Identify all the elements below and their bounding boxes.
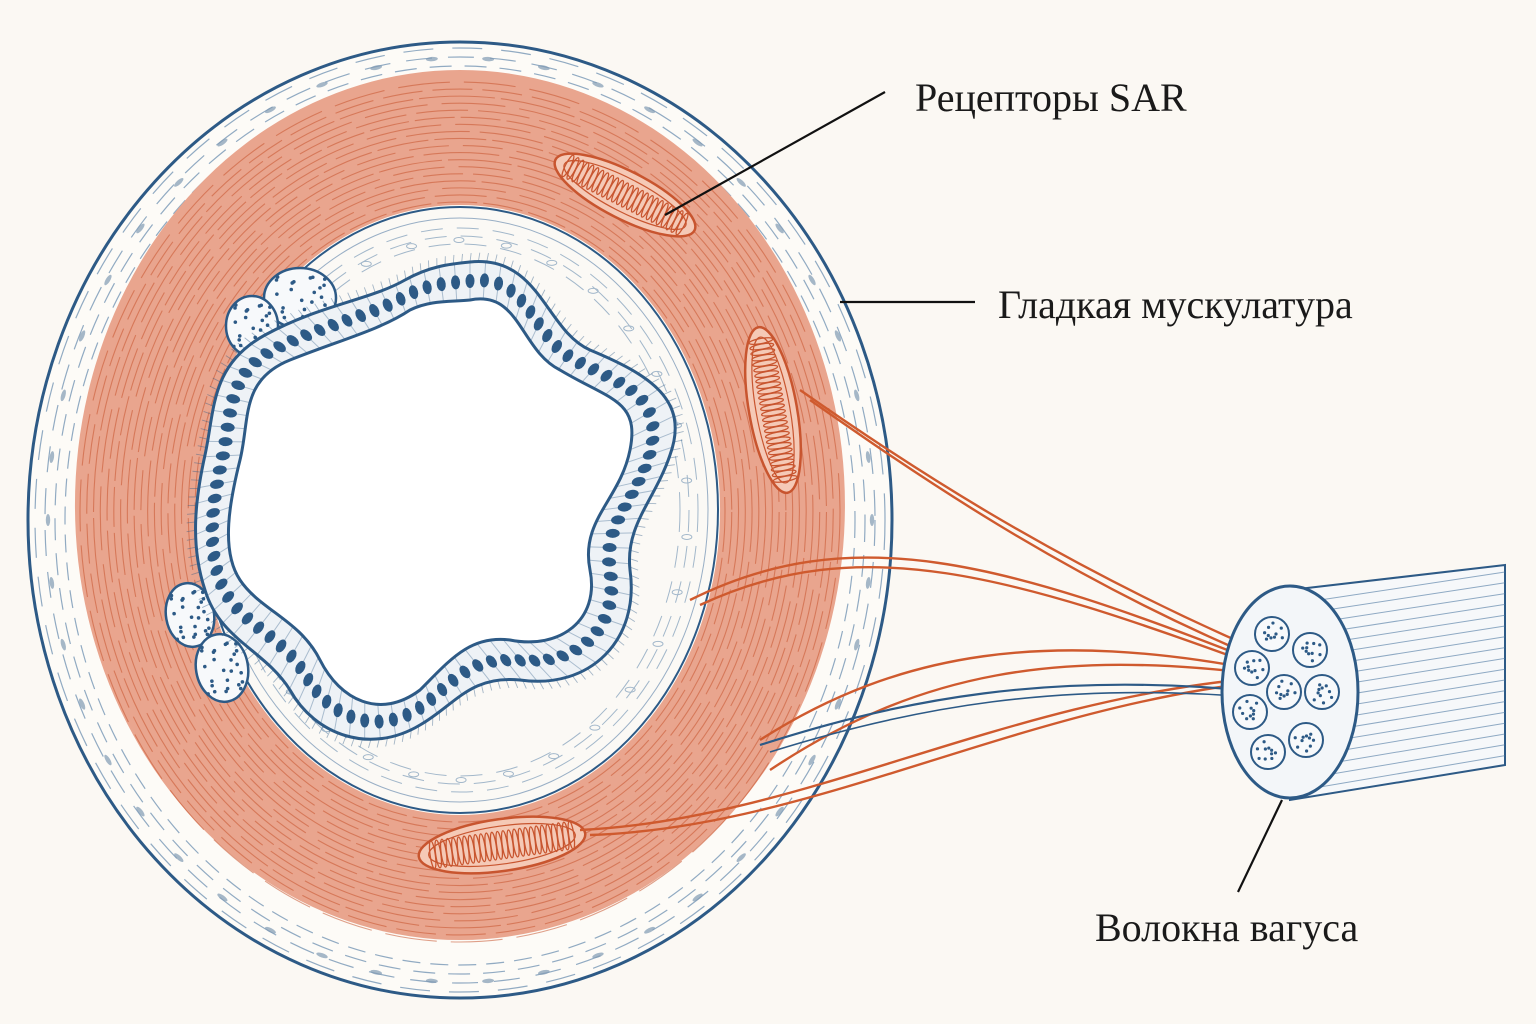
airway-epithelium [186,252,684,749]
airway-lumen [226,297,634,706]
label-sar-receptors: Рецепторы SAR [915,75,1187,120]
epithelial-nuclei [205,273,660,729]
nerve-fascicle-icon [1232,616,1340,770]
label-vagus-fibers: Волокна вагуса [1095,905,1358,950]
nerve-fibers [579,389,1263,837]
sar-receptor-icon [417,152,803,875]
leader-lines [664,91,1283,893]
vagus-nerve-trunk [1220,563,1506,802]
label-smooth-muscle: Гладкая мускулатура [998,282,1353,327]
